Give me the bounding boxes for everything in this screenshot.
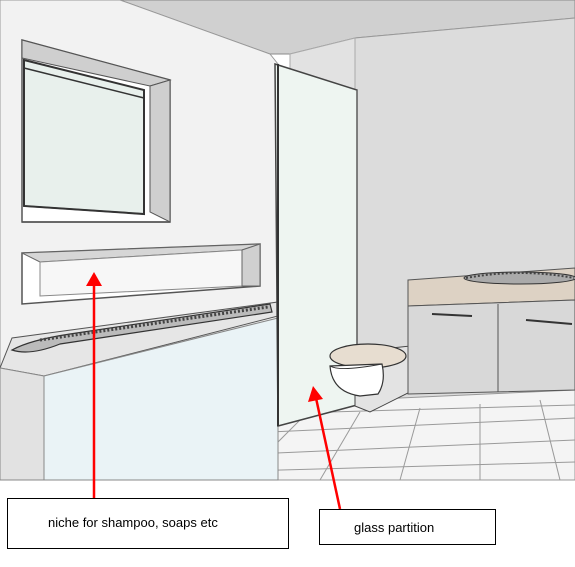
bathtub [0, 301, 279, 481]
niche-arrow [86, 272, 102, 498]
glass-partition-callout-box: glass partition [319, 509, 496, 545]
window [21, 39, 172, 223]
glass-partition-label: glass partition [354, 520, 435, 535]
wall-hung-toilet [329, 343, 411, 413]
niche-label: niche for shampoo, soaps etc [48, 515, 218, 530]
vanity-unit [407, 267, 575, 395]
niche-callout-box: niche for shampoo, soaps etc [7, 498, 289, 549]
glass-partition-arrow [308, 386, 342, 510]
